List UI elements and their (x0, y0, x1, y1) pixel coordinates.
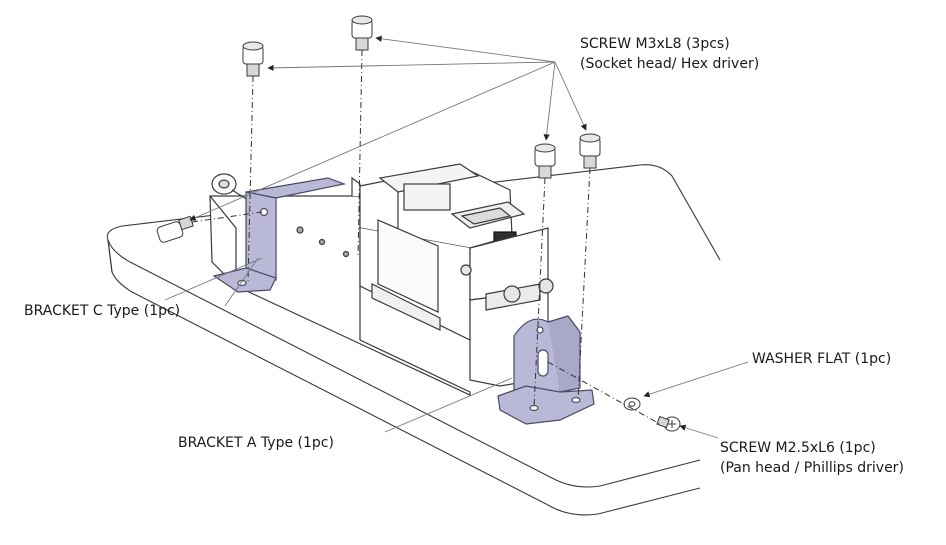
screw-m3-label-line1: SCREW M3xL8 (3pcs) (580, 36, 730, 52)
assembly-axes (191, 49, 661, 425)
washer-flat (623, 397, 641, 411)
bracket-a-label: BRACKET A Type (1pc) (178, 435, 334, 451)
screw-m3-2 (351, 15, 373, 51)
screw-m3-3 (534, 143, 556, 179)
base-plate (106, 164, 721, 516)
bracket-c (212, 177, 347, 293)
screw-m3-4 (579, 133, 601, 169)
screw-m25 (656, 415, 681, 432)
screw-m3-label-line2: (Socket head/ Hex driver) (580, 56, 760, 72)
washer-label: WASHER FLAT (1pc) (752, 351, 892, 367)
screw-m25-label-line1: SCREW M2.5xL6 (1pc) (720, 440, 876, 456)
leader-lines (164, 35, 749, 439)
screw-m3-side (156, 215, 194, 243)
bracket-c-label: BRACKET C Type (1pc) (24, 303, 181, 319)
screw-m25-label-line2: (Pan head / Phillips driver) (720, 460, 904, 476)
screw-m3-1 (242, 41, 264, 77)
bracket-a (497, 315, 595, 425)
